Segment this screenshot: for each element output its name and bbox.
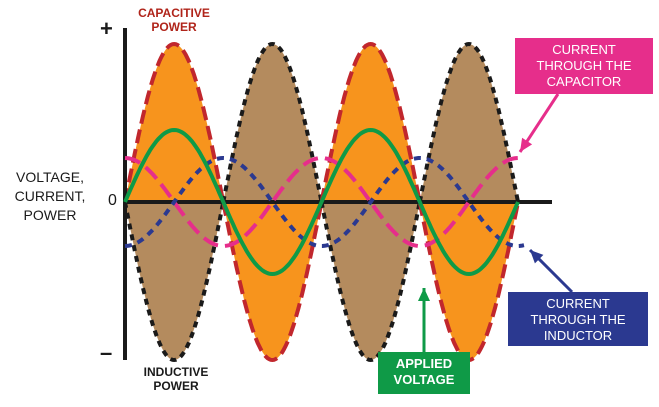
capacitive-power-label: CAPACITIVE POWER bbox=[138, 6, 210, 34]
callout-arrows bbox=[418, 93, 574, 352]
capacitor-current-callout: CURRENT THROUGH THE CAPACITOR bbox=[515, 38, 653, 94]
applied-voltage-arrow-head bbox=[418, 288, 430, 301]
capacitive-lobe bbox=[417, 200, 521, 363]
power-lobes bbox=[122, 41, 521, 363]
inductor-current-callout: CURRENT THROUGH THE INDUCTOR bbox=[508, 292, 648, 346]
axis-plus-sign: + bbox=[100, 16, 113, 41]
waveforms bbox=[123, 127, 525, 277]
capacitive-lobe bbox=[122, 41, 226, 204]
y-axis-title: VOLTAGE, CURRENT, POWER bbox=[14, 169, 86, 223]
inductive-lobe bbox=[417, 41, 521, 204]
applied-voltage-wave bbox=[123, 127, 520, 277]
inductive-lobe bbox=[122, 200, 226, 363]
inductive-power-label: INDUCTIVE POWER bbox=[143, 365, 209, 393]
capacitive-lobe bbox=[319, 41, 423, 204]
inductor-current-arrow-head bbox=[530, 250, 544, 264]
inductor-current-wave bbox=[124, 155, 525, 249]
axis-zero-label: 0 bbox=[108, 192, 117, 209]
capacitor-current-arrow-head bbox=[520, 137, 533, 152]
inductive-lobe bbox=[221, 41, 324, 204]
capacitive-lobe bbox=[221, 200, 324, 363]
inductive-lobe bbox=[319, 200, 423, 363]
capacitor-current-wave bbox=[124, 155, 525, 249]
axis-minus-sign: – bbox=[100, 340, 113, 365]
applied-voltage-callout: APPLIED VOLTAGE bbox=[378, 352, 470, 394]
